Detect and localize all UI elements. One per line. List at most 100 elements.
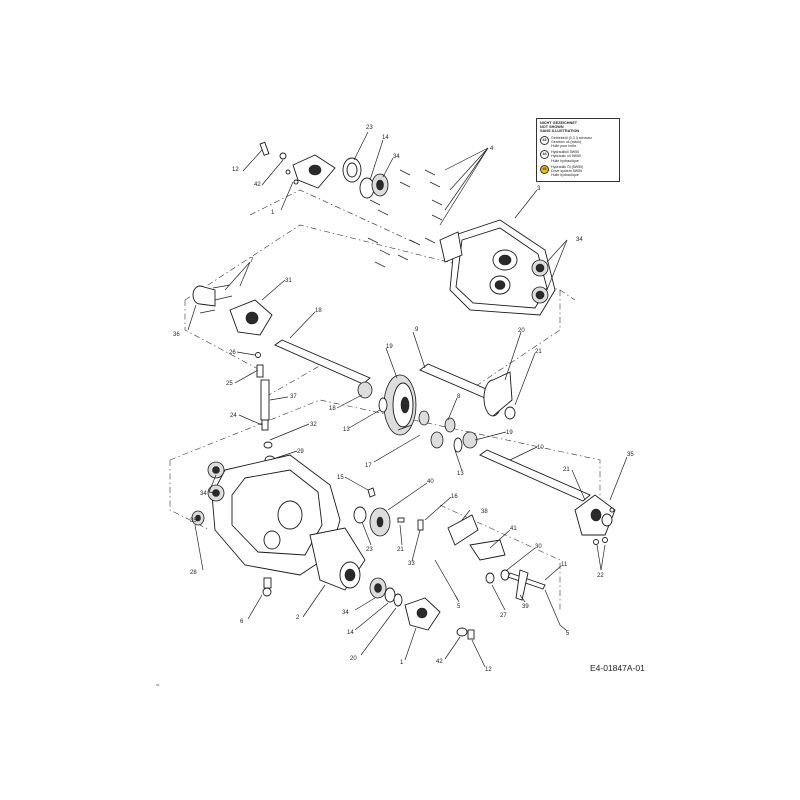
label-23: 23 [366, 547, 373, 553]
label-35: 35 [627, 452, 634, 458]
label-18: 18 [315, 308, 322, 314]
label-23: 23 [366, 125, 373, 131]
label-34: 34 [200, 491, 207, 497]
label-1: 1 [271, 210, 275, 216]
transaxle-housing [211, 454, 366, 591]
legend-line: Gearbox oil (black) [551, 139, 582, 144]
label-24: 24 [230, 413, 237, 419]
label-27: 27 [500, 613, 507, 619]
housing-cover [439, 219, 556, 316]
label-42: 42 [254, 182, 261, 188]
label-4: 4 [490, 146, 494, 152]
label-7: 7 [250, 258, 254, 264]
label-13: 13 [457, 471, 464, 477]
label-20: 20 [518, 328, 525, 334]
label-21: 21 [535, 349, 542, 355]
legend-line: Hydrauliköl 5W50 [551, 150, 580, 155]
legend-header-fr: SANS ILLUSTRATION [540, 129, 580, 134]
label-8: 8 [457, 394, 461, 400]
small-bearings [357, 381, 478, 453]
part-labels: 12 42 1 23 14 34 4 3 34 7 31 36 18 9 20 … [173, 125, 634, 673]
legend-line: Huile hydraulique [551, 158, 579, 163]
label-3: 3 [537, 186, 541, 192]
label-6: 6 [240, 619, 244, 625]
label-14: 14 [347, 630, 354, 636]
drain-plug [262, 577, 272, 597]
legend-line: Huile pour boîte [551, 144, 577, 149]
label-34: 34 [342, 610, 349, 616]
diagram-reference-code: E4-01847A-01 [590, 663, 645, 673]
label-18: 19 [506, 430, 513, 436]
legend-line: Huile hydraulique [551, 173, 579, 178]
legend-badge: 44 [540, 150, 549, 160]
legend-badge: 45 [540, 164, 549, 174]
upper-hub-flange [259, 141, 336, 189]
label-17: 17 [365, 463, 372, 469]
legend-badge: 43 [540, 135, 549, 145]
label-12: 12 [232, 167, 239, 173]
label-20: 20 [350, 656, 357, 662]
housing-seals [191, 461, 225, 526]
label-28: 28 [190, 570, 197, 576]
label-12: 12 [485, 667, 492, 673]
legend-line: Hydraulik Öl (5W50) [551, 164, 584, 169]
label-31: 31 [285, 278, 292, 284]
right-hub [574, 494, 616, 545]
label-29: 29 [297, 449, 304, 455]
label-16: 16 [451, 494, 458, 500]
label-34: 34 [576, 237, 583, 243]
leader-lines [187, 131, 628, 668]
label-36: 36 [173, 332, 180, 338]
corner-mark: 96 [156, 683, 160, 687]
label-2: 2 [296, 615, 300, 621]
right-seals [531, 259, 549, 304]
label-33: 33 [408, 561, 415, 567]
label-18: 18 [329, 406, 336, 412]
label-1: 1 [400, 660, 404, 666]
ring-gear [383, 374, 417, 436]
label-9: 9 [415, 327, 419, 333]
not-shown-legend: NICHT GEZEICHNET NOT SHOWN SANS ILLUSTRA… [536, 118, 620, 182]
label-30: 30 [535, 544, 542, 550]
legend-header-de: NICHT GEZEICHNET [540, 121, 578, 125]
shafts [274, 339, 591, 502]
lower-hub [369, 577, 475, 640]
label-32: 32 [310, 422, 317, 428]
label-40: 40 [427, 479, 434, 485]
upper-bearings [342, 157, 389, 199]
label-19: 19 [386, 344, 393, 350]
label-34: 34 [393, 154, 400, 160]
alignment-lines [169, 189, 601, 610]
brake-disc [483, 371, 516, 420]
label-13: 13 [343, 427, 350, 433]
label-16: 21 [397, 547, 404, 553]
label-5: 5 [566, 631, 570, 637]
valve-pins [255, 352, 276, 465]
label-26: 26 [229, 350, 236, 356]
legend-header-en: NOT SHOWN [540, 125, 564, 130]
label-21: 21 [563, 467, 570, 473]
center-parts [353, 487, 506, 561]
legend-line: Drive system 5W50 [551, 169, 583, 174]
label-41: 41 [510, 526, 517, 532]
label-14: 14 [382, 135, 389, 141]
label-35: 35 [190, 518, 197, 524]
label-39: 39 [522, 604, 529, 610]
label-15: 15 [337, 475, 344, 481]
bolt-group [367, 169, 443, 268]
lower-right-parts [434, 559, 561, 626]
label-37: 37 [290, 394, 297, 400]
label-22: 22 [597, 573, 604, 579]
legend-line: Getriebeöl (0,3 l) schwarz [551, 135, 592, 140]
legend-item: 45 Hydraulik Öl (5W50) Drive system 5W50… [540, 164, 616, 178]
label-42: 42 [436, 659, 443, 665]
legend-item: 43 Getriebeöl (0,3 l) schwarz Gearbox oi… [540, 135, 616, 149]
label-10: 10 [537, 445, 544, 451]
legend-item: 44 Hydrauliköl 5W50 Hydraulic oil 5W50 H… [540, 150, 616, 163]
label-11: 11 [561, 562, 568, 568]
label-25: 25 [226, 381, 233, 387]
label-38: 38 [481, 509, 488, 515]
legend-line: Hydraulic oil 5W50 [551, 154, 581, 159]
left-flange [192, 284, 273, 336]
